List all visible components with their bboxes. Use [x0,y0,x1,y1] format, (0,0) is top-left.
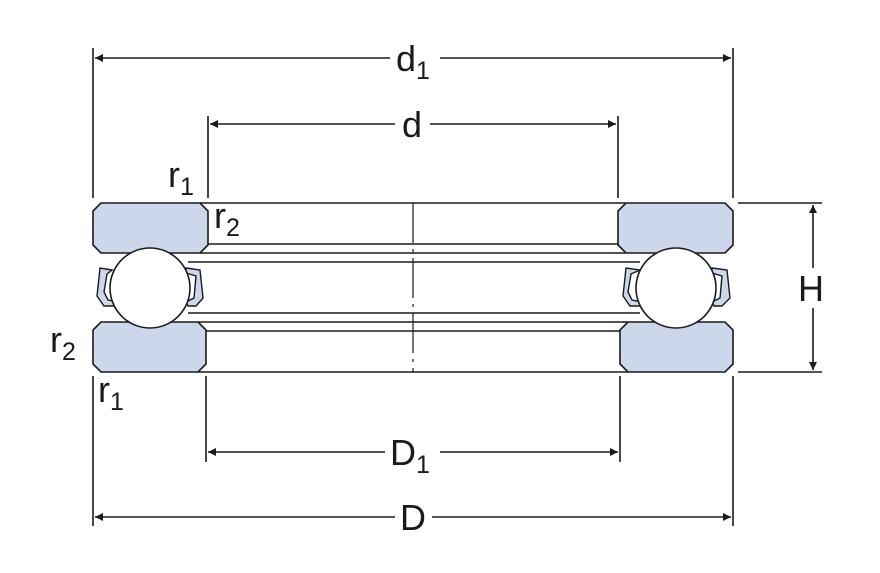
label-r2-bottom: r2 [50,319,76,366]
shaft-washer-left-section [92,202,209,254]
ball-right [635,247,717,329]
dimension-lines [95,54,817,521]
label-d1: d1 [396,38,430,85]
label-r1-bottom: r1 [98,369,124,416]
label-H: H [798,268,824,309]
label-d: d [402,104,422,145]
ball-left [109,247,191,329]
housing-washer [92,312,734,373]
housing-washer-left-section [92,321,207,373]
label-r2-top: r2 [214,195,240,242]
bearing-body [92,202,734,373]
shaft-washer [92,202,734,263]
extension-lines [92,48,822,526]
housing-washer-right-section [619,321,734,373]
label-r1-top: r1 [168,154,194,201]
dimension-labels: d1 d D1 D H r1 r2 r2 r1 [50,38,824,538]
label-D1: D1 [390,432,430,479]
shaft-washer-right-section [617,202,734,254]
label-D: D [400,497,426,538]
